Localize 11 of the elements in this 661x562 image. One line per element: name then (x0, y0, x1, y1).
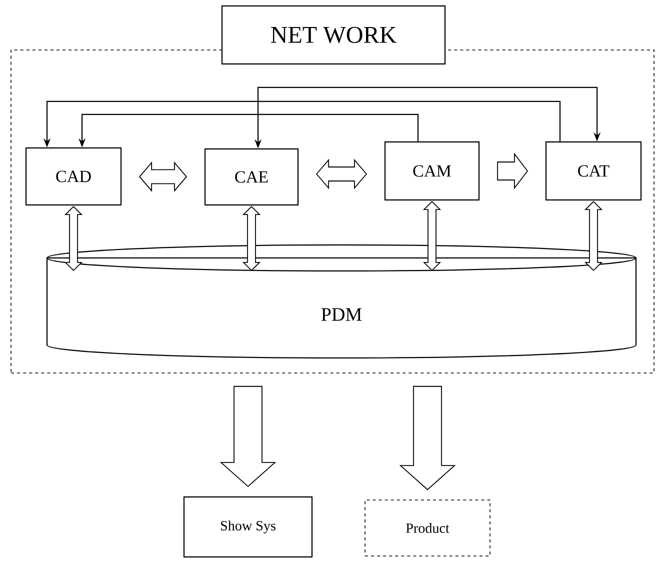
process-box: CAM (384, 141, 480, 201)
dashed-box: Product (364, 500, 490, 556)
block-arrow (497, 152, 528, 190)
process-box: Show Sys (183, 496, 313, 558)
node-label: NET WORK (270, 26, 397, 44)
block-arrow (220, 386, 276, 488)
process-box: CAD (25, 147, 122, 206)
database-cylinder: PDM (46, 244, 637, 359)
process-box: CAE (204, 148, 299, 206)
block-arrow (399, 386, 456, 490)
process-box: CAT (545, 141, 642, 201)
